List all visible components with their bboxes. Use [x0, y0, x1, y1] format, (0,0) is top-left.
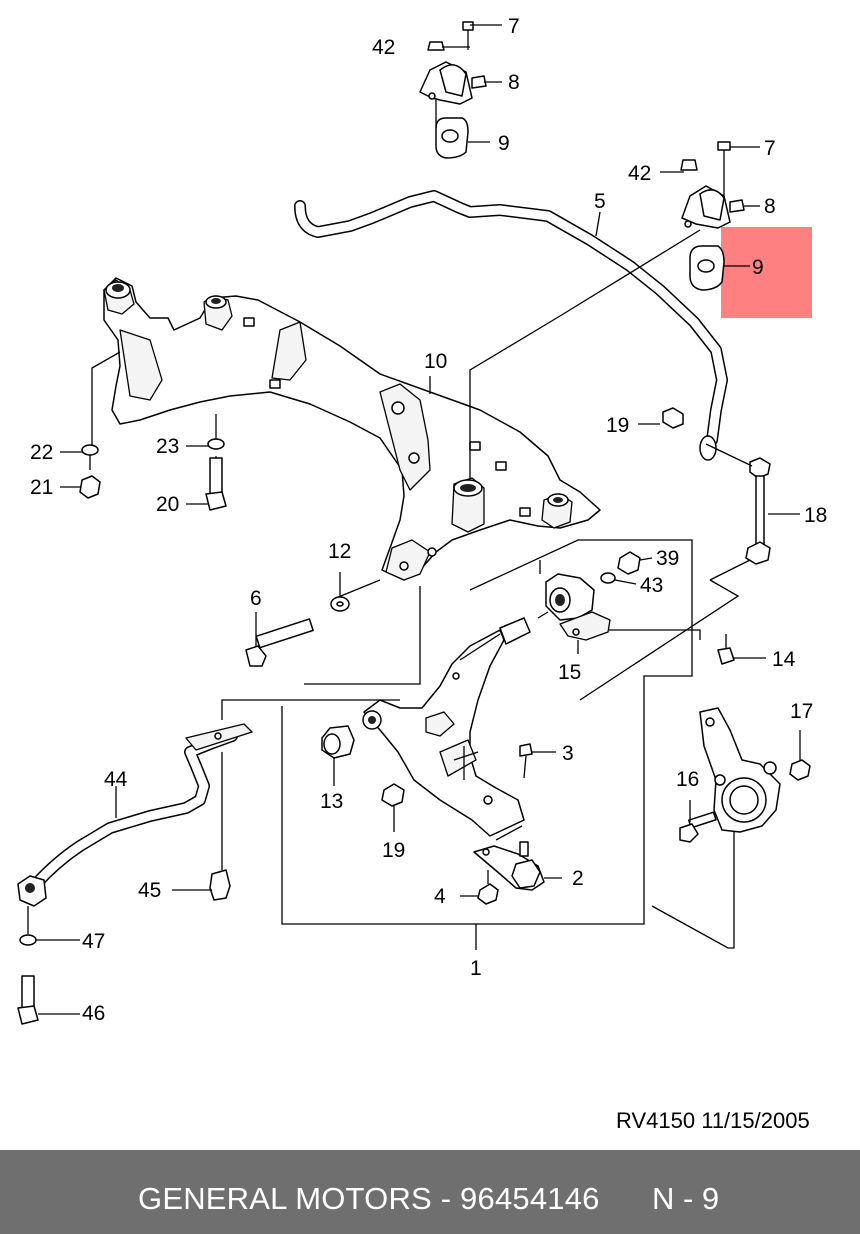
bushing-15 — [537, 551, 653, 654]
lower-stabilizer-bar-44 — [17, 723, 253, 907]
label-47: 47 — [82, 930, 105, 953]
label-43: 43 — [640, 574, 663, 597]
bolt-3 — [519, 743, 556, 779]
label-9b: 9 — [752, 256, 764, 279]
label-22: 22 — [30, 441, 53, 464]
footer-index: N - 9 — [652, 1181, 720, 1216]
bolt-14 — [717, 634, 766, 665]
ball-joint-2 — [460, 825, 562, 905]
label-8a: 8 — [508, 71, 520, 94]
label-13: 13 — [320, 790, 343, 813]
stabilizer-bar — [294, 190, 728, 461]
label-19a: 19 — [606, 414, 629, 437]
subframe — [103, 277, 601, 581]
label-6: 6 — [250, 587, 262, 610]
label-15: 15 — [558, 661, 581, 684]
footer-bar: GENERAL MOTORS - 96454146 N - 9 — [0, 1150, 860, 1234]
label-7b: 7 — [764, 137, 776, 160]
washer-47-bolt-46 — [17, 906, 80, 1025]
steering-knuckle — [679, 707, 811, 843]
part-labels: 42 7 8 9 42 7 8 9 5 10 19 22 21 23 20 18… — [30, 15, 827, 1025]
label-39: 39 — [656, 547, 679, 570]
top-bracket-group-2 — [660, 141, 760, 291]
label-8b: 8 — [764, 195, 776, 218]
fasteners-20-21-22-23 — [79, 438, 227, 511]
stabilizer-link — [579, 407, 771, 701]
label-10: 10 — [424, 350, 447, 373]
label-20: 20 — [156, 493, 179, 516]
footer-part-number: GENERAL MOTORS - 96454146 — [138, 1181, 600, 1216]
top-bracket-group-1 — [419, 21, 502, 159]
label-17: 17 — [790, 700, 813, 723]
lower-control-arm — [362, 617, 531, 837]
drawing-reference: RV4150 11/15/2005 — [616, 1108, 810, 1133]
label-42a: 42 — [372, 36, 395, 59]
nut-19-lower — [381, 783, 405, 832]
label-21: 21 — [30, 476, 53, 499]
label-2: 2 — [572, 867, 584, 890]
label-9a: 9 — [498, 132, 510, 155]
label-42b: 42 — [628, 162, 651, 185]
label-5: 5 — [594, 190, 606, 213]
label-4: 4 — [434, 885, 446, 908]
label-7a: 7 — [508, 15, 520, 38]
label-12: 12 — [328, 540, 351, 563]
bolt-6 — [245, 596, 350, 667]
exploded-parts-diagram: 42 7 8 9 42 7 8 9 5 10 19 22 21 23 20 18… — [17, 15, 827, 1025]
label-18: 18 — [804, 504, 827, 527]
label-23: 23 — [156, 435, 179, 458]
control-arm-box — [281, 539, 735, 950]
bushing-13 — [321, 725, 355, 786]
label-16: 16 — [676, 768, 699, 791]
label-14: 14 — [772, 648, 796, 671]
label-44: 44 — [104, 768, 128, 791]
label-45: 45 — [138, 879, 161, 902]
label-3: 3 — [562, 742, 574, 765]
label-19b: 19 — [382, 839, 405, 862]
highlight-part-9[interactable] — [721, 227, 812, 318]
label-46: 46 — [82, 1002, 105, 1025]
label-1: 1 — [470, 957, 482, 980]
